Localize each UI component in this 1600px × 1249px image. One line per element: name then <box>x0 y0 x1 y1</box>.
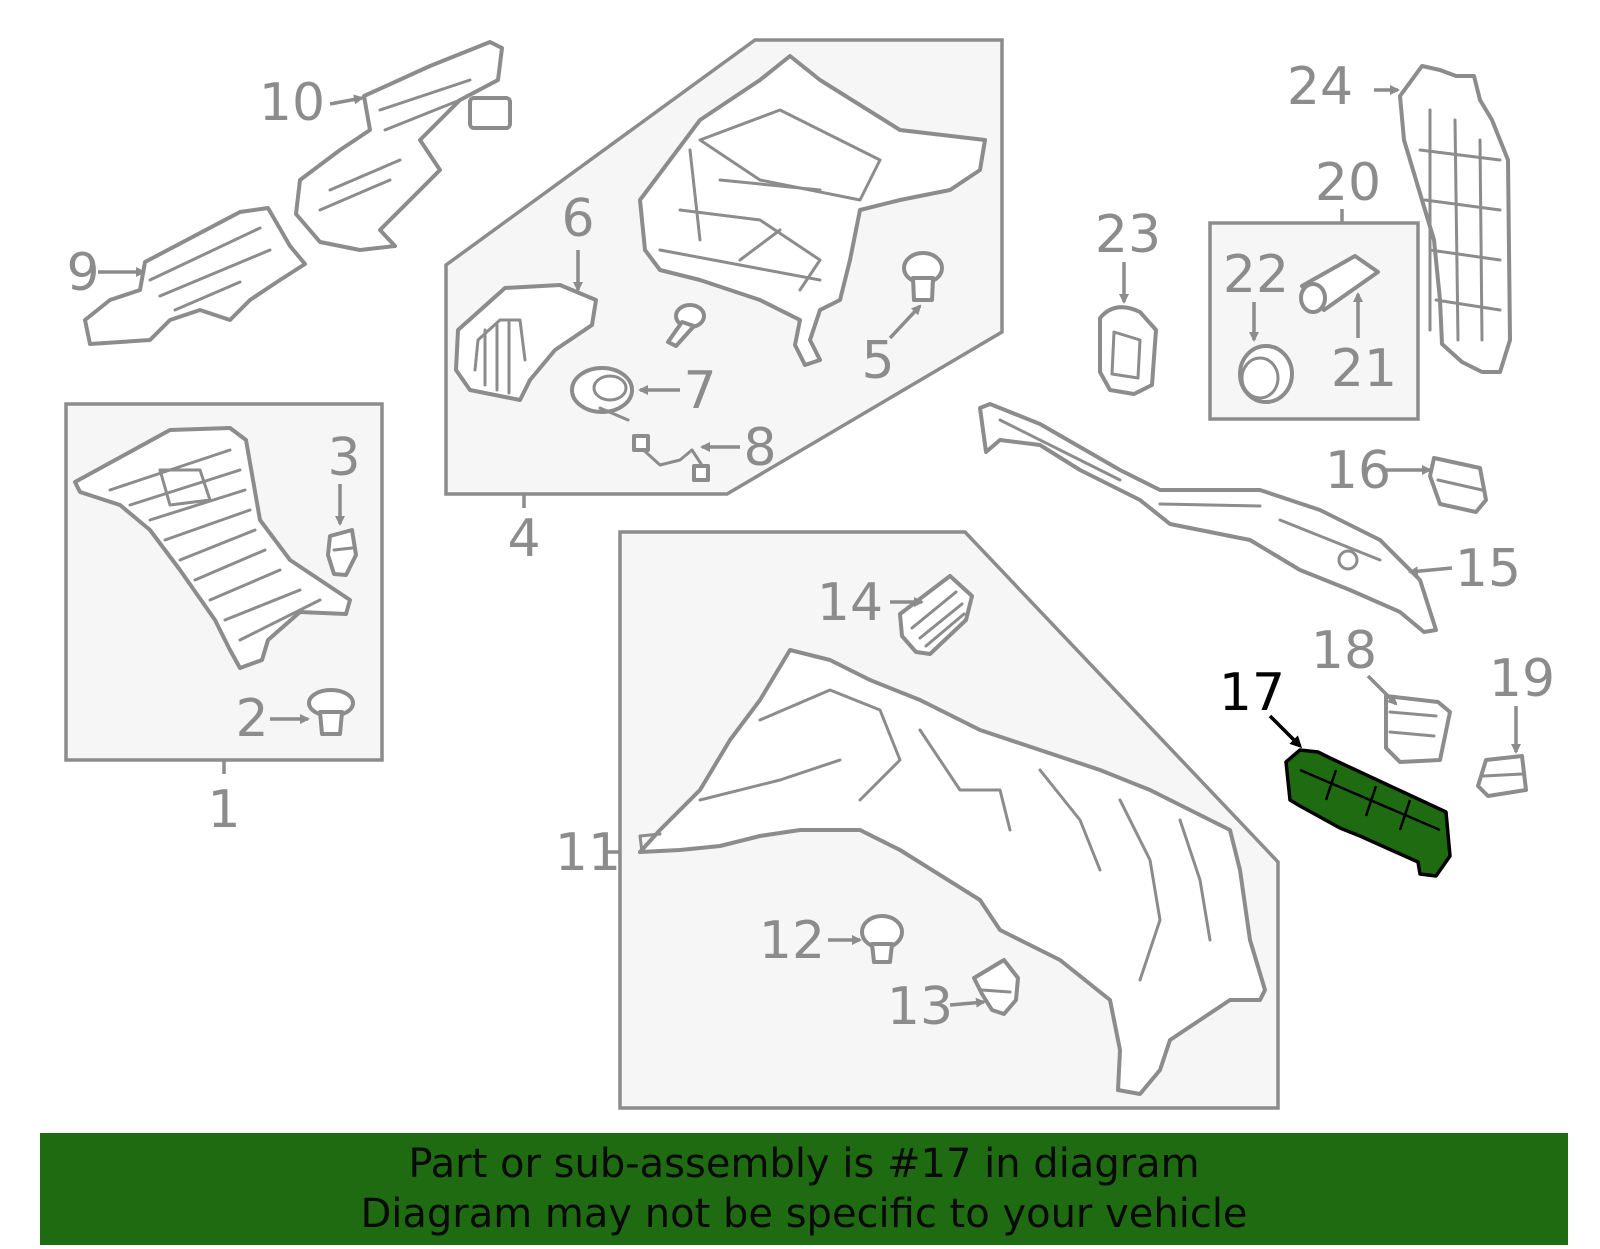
part-19-clip[interactable] <box>1476 754 1528 798</box>
callout-12[interactable]: 12 <box>759 911 825 971</box>
callout-17[interactable]: 17 <box>1219 663 1285 723</box>
callout-23[interactable]: 23 <box>1095 205 1161 265</box>
callout-24[interactable]: 24 <box>1287 57 1353 117</box>
callout-8[interactable]: 8 <box>743 418 776 478</box>
banner-line-1: Part or sub-assembly is #17 in diagram <box>408 1141 1200 1187</box>
callout-21[interactable]: 21 <box>1331 339 1397 399</box>
callout-1[interactable]: 1 <box>207 780 240 840</box>
callout-6[interactable]: 6 <box>561 189 594 249</box>
callout-18[interactable]: 18 <box>1311 621 1377 681</box>
part-23-cover[interactable] <box>1098 305 1158 396</box>
callout-labels: 1 2 3 4 5 6 7 8 9 10 11 12 13 14 15 16 1… <box>66 57 1555 1037</box>
banner-line-2: Diagram may not be specific to your vehi… <box>360 1191 1248 1237</box>
part-16-clip[interactable] <box>1428 456 1488 514</box>
part-4-console-panel[interactable] <box>638 54 987 367</box>
callout-15[interactable]: 15 <box>1455 539 1521 599</box>
callout-19[interactable]: 19 <box>1489 649 1555 709</box>
part-21-sleeve[interactable] <box>1299 254 1380 314</box>
part-8-wire[interactable] <box>632 434 710 482</box>
part-18-plug[interactable] <box>1384 694 1452 764</box>
callout-14[interactable]: 14 <box>817 573 883 633</box>
part-9-rail[interactable] <box>83 206 307 346</box>
part-5-push-pin[interactable] <box>902 251 944 302</box>
part-17-bracket-highlighted[interactable] <box>1284 748 1452 878</box>
callout-13[interactable]: 13 <box>887 977 953 1037</box>
part-14-grille[interactable] <box>898 574 974 656</box>
callout-4[interactable]: 4 <box>507 509 540 569</box>
callout-2[interactable]: 2 <box>235 689 268 749</box>
part-11-wheelhouse[interactable] <box>638 648 1267 1096</box>
part-7-speaker[interactable] <box>570 366 634 422</box>
part-22-cap[interactable] <box>1238 344 1294 404</box>
callout-5[interactable]: 5 <box>861 331 894 391</box>
callout-11[interactable]: 11 <box>555 823 621 883</box>
part-10-bracket[interactable] <box>294 40 512 252</box>
part-13-clip[interactable] <box>972 958 1020 1016</box>
callout-22[interactable]: 22 <box>1223 245 1289 305</box>
callout-3[interactable]: 3 <box>327 428 360 488</box>
callout-10[interactable]: 10 <box>259 73 325 133</box>
part-2-push-pin[interactable] <box>307 688 355 736</box>
part-1-pillar-trim[interactable] <box>73 426 352 670</box>
info-banner: Part or sub-assembly is #17 in diagram D… <box>40 1133 1568 1245</box>
callout-16[interactable]: 16 <box>1325 441 1391 501</box>
part-24-pillar-panel[interactable] <box>1398 64 1512 374</box>
leader-lines <box>98 85 1521 1008</box>
callout-20[interactable]: 20 <box>1315 153 1381 213</box>
callout-7[interactable]: 7 <box>683 361 716 421</box>
part-6-vent-housing[interactable] <box>454 283 598 402</box>
part-12-push-pin[interactable] <box>860 914 904 964</box>
callout-9[interactable]: 9 <box>66 243 99 303</box>
part-4-screw[interactable] <box>666 303 706 348</box>
part-15-cross-member[interactable] <box>978 402 1438 634</box>
part-3-clip[interactable] <box>326 528 358 577</box>
